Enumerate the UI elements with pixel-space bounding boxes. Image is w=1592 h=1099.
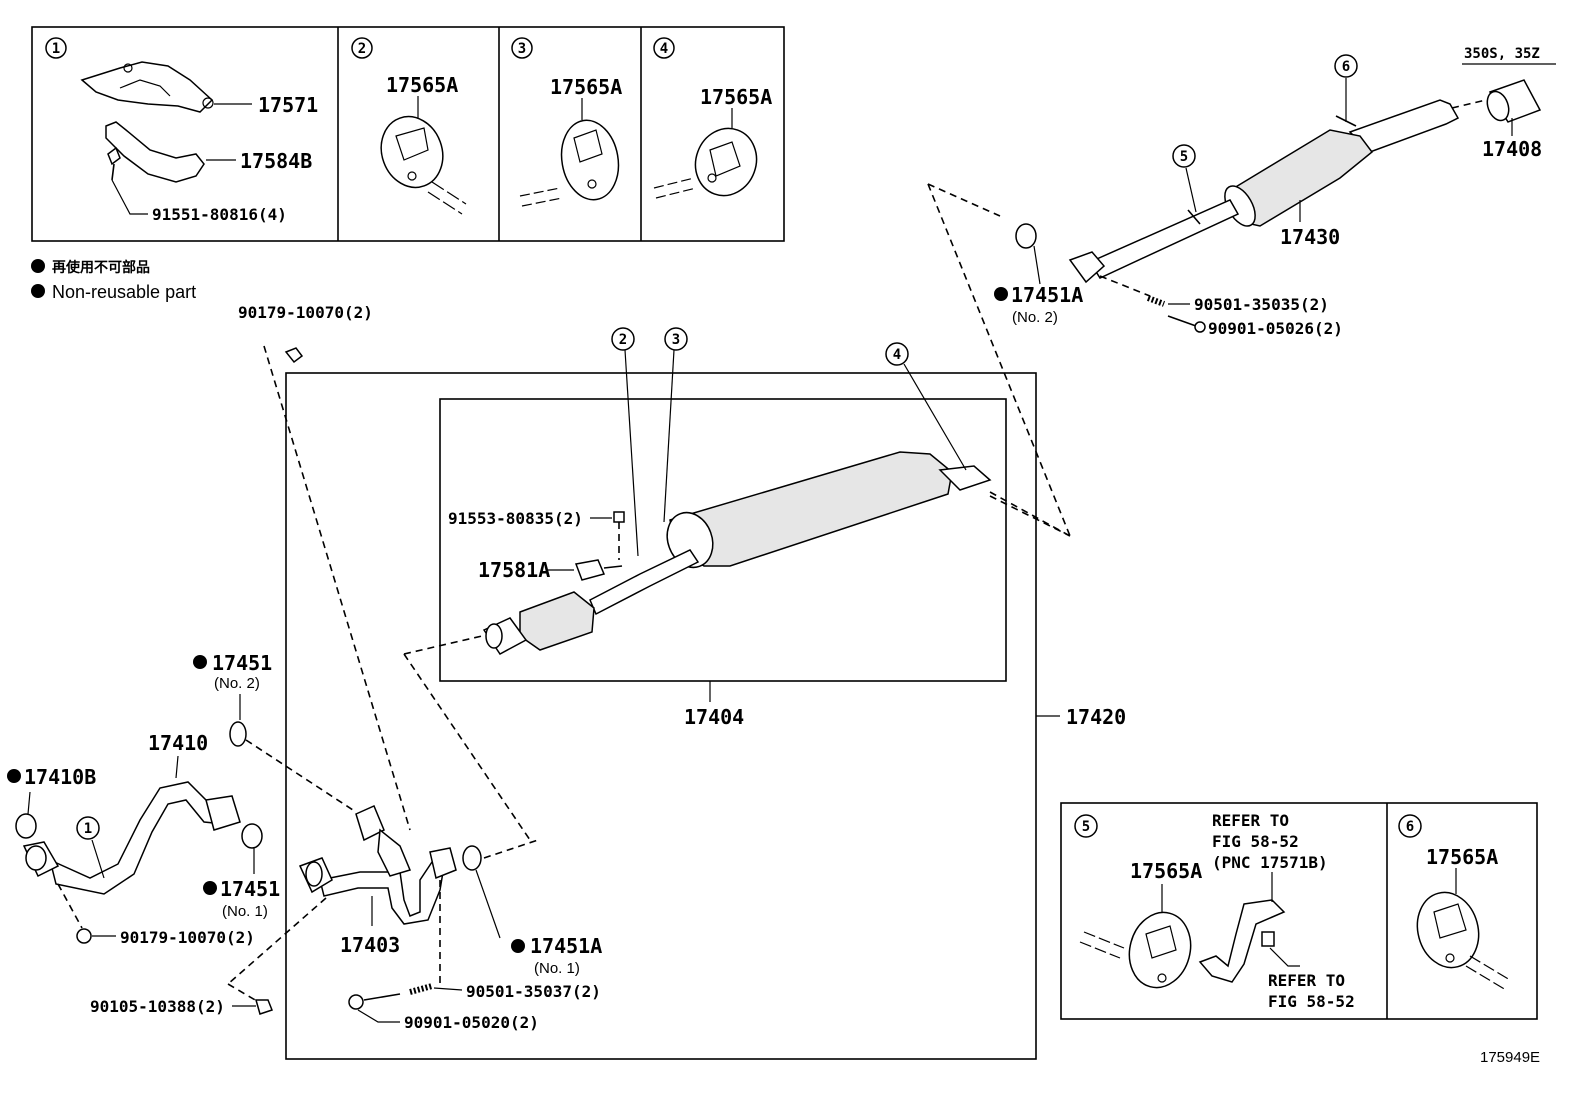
callout-6-panel-label: 6 [1406,819,1414,835]
part-91551-label: 91551-80816(4) [152,205,287,224]
callout-5-label: 5 [1180,149,1188,165]
non-reusable-dot-icon [31,284,45,298]
catalytic-converter [519,591,595,651]
part-17451-no1-sub: (No. 1) [222,903,268,920]
refer-line2: FIG 58-52 [1212,832,1299,851]
rubber-hanger-6 [1416,891,1480,969]
part-17451A-no1-label: 17451A [530,934,602,958]
part-17410B-label: 17410B [24,765,96,789]
nut-90179-top [284,347,304,364]
gasket-17410B [15,813,37,839]
rubber-hanger-3 [560,119,620,201]
nut-90179-bottom [76,928,92,944]
nut-90105 [255,999,273,1015]
gasket-17451-no1 [241,823,263,849]
bracket-17571-shape [80,61,214,113]
refer-line4: REFER TO [1268,971,1345,990]
callout-6-label: 6 [1342,59,1350,75]
part-17451-no2-sub: (No. 2) [214,675,260,692]
panel-4: 4 17565A [653,37,772,199]
part-91553-label: 91553-80835(2) [448,509,583,528]
figure-id: 175949E [1480,1049,1540,1066]
muffler-outlet [938,465,992,491]
callout-1-main-label: 1 [84,821,92,837]
part-90901-05026-label: 90901-05026(2) [1208,319,1343,338]
part-17451A-no1-sub: (No. 1) [534,960,580,977]
callout-3-main-label: 3 [672,332,680,348]
callout-2-label: 2 [358,41,366,57]
part-17565A-panel3-label: 17565A [550,75,622,99]
part-90501-35035-label: 90501-35035(2) [1194,295,1329,314]
tailpipe-assembly: 350S, 35Z 17408 17430 6 5 17451A (No. 2) [927,46,1556,537]
panel-2: 2 17565A [351,37,467,215]
rubber-hanger-2 [380,115,444,189]
pipe-17410-shape [48,781,226,895]
part-17451-no1-label: 17451 [220,877,280,901]
detail-panels-bottom: 5 REFER TO FIG 58-52 (PNC 17571B) 17565A… [1060,802,1538,1020]
part-17581A-label: 17581A [478,558,550,582]
legend-jp: 再使用不可部品 [52,259,150,276]
part-17451A-no2-sub: (No. 2) [1012,309,1058,326]
part-17565A-panel2-label: 17565A [386,73,458,97]
legend-en: Non-reusable part [52,282,196,302]
part-17430-label: 17430 [1280,225,1340,249]
gasket-17451-no2 [229,721,247,747]
part-17420-label: 17420 [1066,705,1126,729]
part-90501-35037-label: 90501-35037(2) [466,982,601,1001]
callout-4-label: 4 [660,41,668,57]
model-note: 350S, 35Z [1464,46,1540,62]
part-17408-label: 17408 [1482,137,1542,161]
part-17451A-no2-label: 17451A [1011,283,1083,307]
gasket-17451A-no1 [462,845,482,871]
part-90105-label: 90105-10388(2) [90,997,225,1016]
part-17451-no2-label: 17451 [212,651,272,675]
gasket-17451A-no2 [1015,223,1037,249]
part-17571-label: 17571 [258,93,318,117]
panel-1: 1 17571 17584B 91551-80816(4) [45,37,318,224]
callout-4-main-label: 4 [893,347,901,363]
rubber-hanger-4 [694,127,758,197]
part-17410-label: 17410 [148,731,208,755]
legend: 再使用不可部品 Non-reusable part [31,259,196,302]
part-90179-bottom-label: 90179-10070(2) [120,928,255,947]
part-17584B-label: 17584B [240,149,312,173]
non-reusable-dot-icon [31,259,45,273]
callout-circle-1 [45,37,67,59]
part-17565A-panel6-label: 17565A [1426,845,1498,869]
rubber-hanger-5 [1128,911,1192,989]
front-pipe-17410: 17451 (No. 2) 17410 1 17410B 17451 (No. … [7,651,357,947]
part-17565A-panel4-label: 17565A [700,85,772,109]
bracket-17571B [1198,899,1286,983]
callout-1-label: 1 [52,41,60,57]
clamp-17584B-shape [105,121,205,183]
panel-3: 3 17565A [511,37,622,207]
part-17403-label: 17403 [340,933,400,957]
front-pipe-17403: 17403 17451A (No. 1) 90501-35037(2) 9090… [90,805,602,1032]
refer-line1: REFER TO [1212,811,1289,830]
sensor-17581A [574,559,606,581]
pipe-17403-shape [319,861,445,925]
part-17565A-panel5-label: 17565A [1130,859,1202,883]
refer-line3: (PNC 17571B) [1212,853,1328,872]
part-17404-label: 17404 [684,705,744,729]
flange-gasket-top [355,805,385,842]
part-90179-top-label: 90179-10070(2) [238,303,373,322]
detail-panels-top [31,26,785,242]
callout-2-main-label: 2 [619,332,627,348]
pipe-flange [1068,251,1106,284]
callout-5-panel-label: 5 [1082,819,1090,835]
refer-line5: FIG 58-52 [1268,992,1355,1011]
assembly-17420: 17420 90179-10070(2) 17404 4 2 3 91553-8… [238,303,1126,1060]
callout-3-label: 3 [518,41,526,57]
part-90901-05020-label: 90901-05020(2) [404,1013,539,1032]
